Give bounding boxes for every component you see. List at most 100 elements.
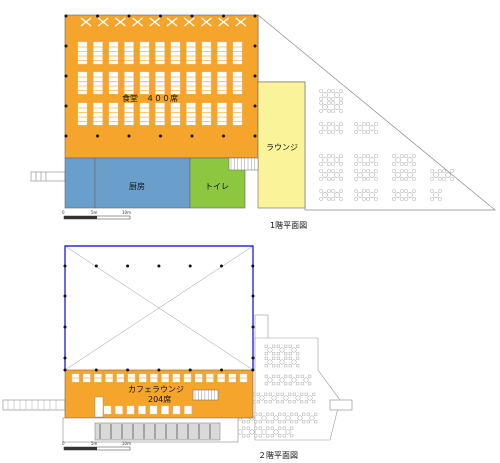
floor2-scale-bar: 0 5m 10m [62,441,131,451]
floor1-scale-10: 10m [122,210,131,215]
column-dot [253,44,257,48]
column-dot [222,134,225,138]
cafe-table [239,373,248,383]
floor2-void-outline [64,245,254,370]
terrace-table [430,169,442,181]
cafe-table [172,405,181,415]
column-dot [157,368,161,372]
terrace-table [282,412,294,424]
terrace-table [246,426,258,438]
terrace-table [331,101,343,113]
terrace-table [282,426,294,438]
cafe-table [149,405,158,415]
dining-table [155,71,165,95]
cafe-table [161,405,169,415]
cafe-table [126,405,135,415]
column-dot [159,14,162,18]
terrace-table [354,189,366,201]
terrace-table [404,169,416,181]
floor1-dining-label: 食堂 ４００席 [122,93,178,103]
terrace-table [331,89,343,101]
column-dot [159,134,162,138]
dining-table [139,71,150,95]
dining-table [77,102,88,126]
floor1-scale-5: 5m [91,210,98,215]
cafe-table [217,373,225,383]
column-dot [96,14,99,18]
column-dot [188,264,192,268]
floor2-lower-strip [94,422,221,441]
cafe-table [150,373,158,383]
dining-table [232,102,243,126]
terrace-table [404,154,416,166]
terrace-table [354,122,366,134]
cafe-table [161,373,169,383]
terrace-table [268,392,280,404]
column-dot [253,134,257,138]
terrace-table [280,392,292,404]
column-dot [251,368,255,372]
dining-table [124,71,134,95]
terrace-table [404,189,416,201]
floor1-scale-bar: 0 5m 10m [62,210,131,220]
terrace-table [264,356,276,368]
dining-table [232,71,243,95]
column-dot [63,356,67,360]
column-dot [157,264,161,268]
terrace-table [304,392,316,404]
floor1-lounge [257,81,306,209]
column-dot [64,14,68,18]
terrace-table [294,412,306,424]
column-dot [63,264,67,268]
column-dot [127,14,131,18]
terrace-table [392,154,404,166]
column-dot [220,264,223,268]
floor1-plan: 食堂 ４００席 厨房 トイレ ラウンジ 0 5m 10m 1階平面図 [30,14,496,230]
dining-x-table [114,17,126,27]
terrace-table [366,154,378,166]
cafe-table [138,405,146,415]
dining-table [170,102,181,126]
dining-x-table [149,17,161,27]
dining-x-table [80,17,92,27]
cafe-table [172,373,180,383]
terrace-table [319,189,331,201]
terrace-table [331,169,343,181]
dining-x-table [235,17,247,27]
terrace-table [366,122,378,134]
cafe-table [83,373,91,383]
dining-table [155,102,165,126]
terrace-table [264,374,276,386]
terrace-table [354,154,366,166]
terrace-table [442,169,454,181]
terrace-table [319,122,331,134]
column-dot [94,368,98,372]
dining-table [139,102,150,126]
floor1-title: 1階平面図 [270,220,307,230]
floor2-entry-steps [2,399,66,411]
column-dot [126,368,130,372]
terrace-table [366,169,378,181]
terrace-table [258,412,270,424]
column-dot [127,134,131,138]
dining-x-table [132,17,144,27]
column-dot [251,325,255,329]
cafe-table [184,405,192,415]
column-dot [96,134,99,138]
terrace-table [288,374,300,386]
column-dot [222,14,225,18]
dining-table [108,71,119,95]
column-dot [190,14,194,18]
column-dot [253,14,257,18]
column-dot [63,294,67,298]
terrace-table [288,344,300,356]
dining-table [108,102,119,126]
floor2-cafe-label: カフェラウンジ [128,385,184,394]
column-dot [253,104,257,108]
dining-x-table [183,17,195,27]
terrace-table [392,169,404,181]
cafe-table [139,373,147,383]
dining-table [93,102,103,126]
